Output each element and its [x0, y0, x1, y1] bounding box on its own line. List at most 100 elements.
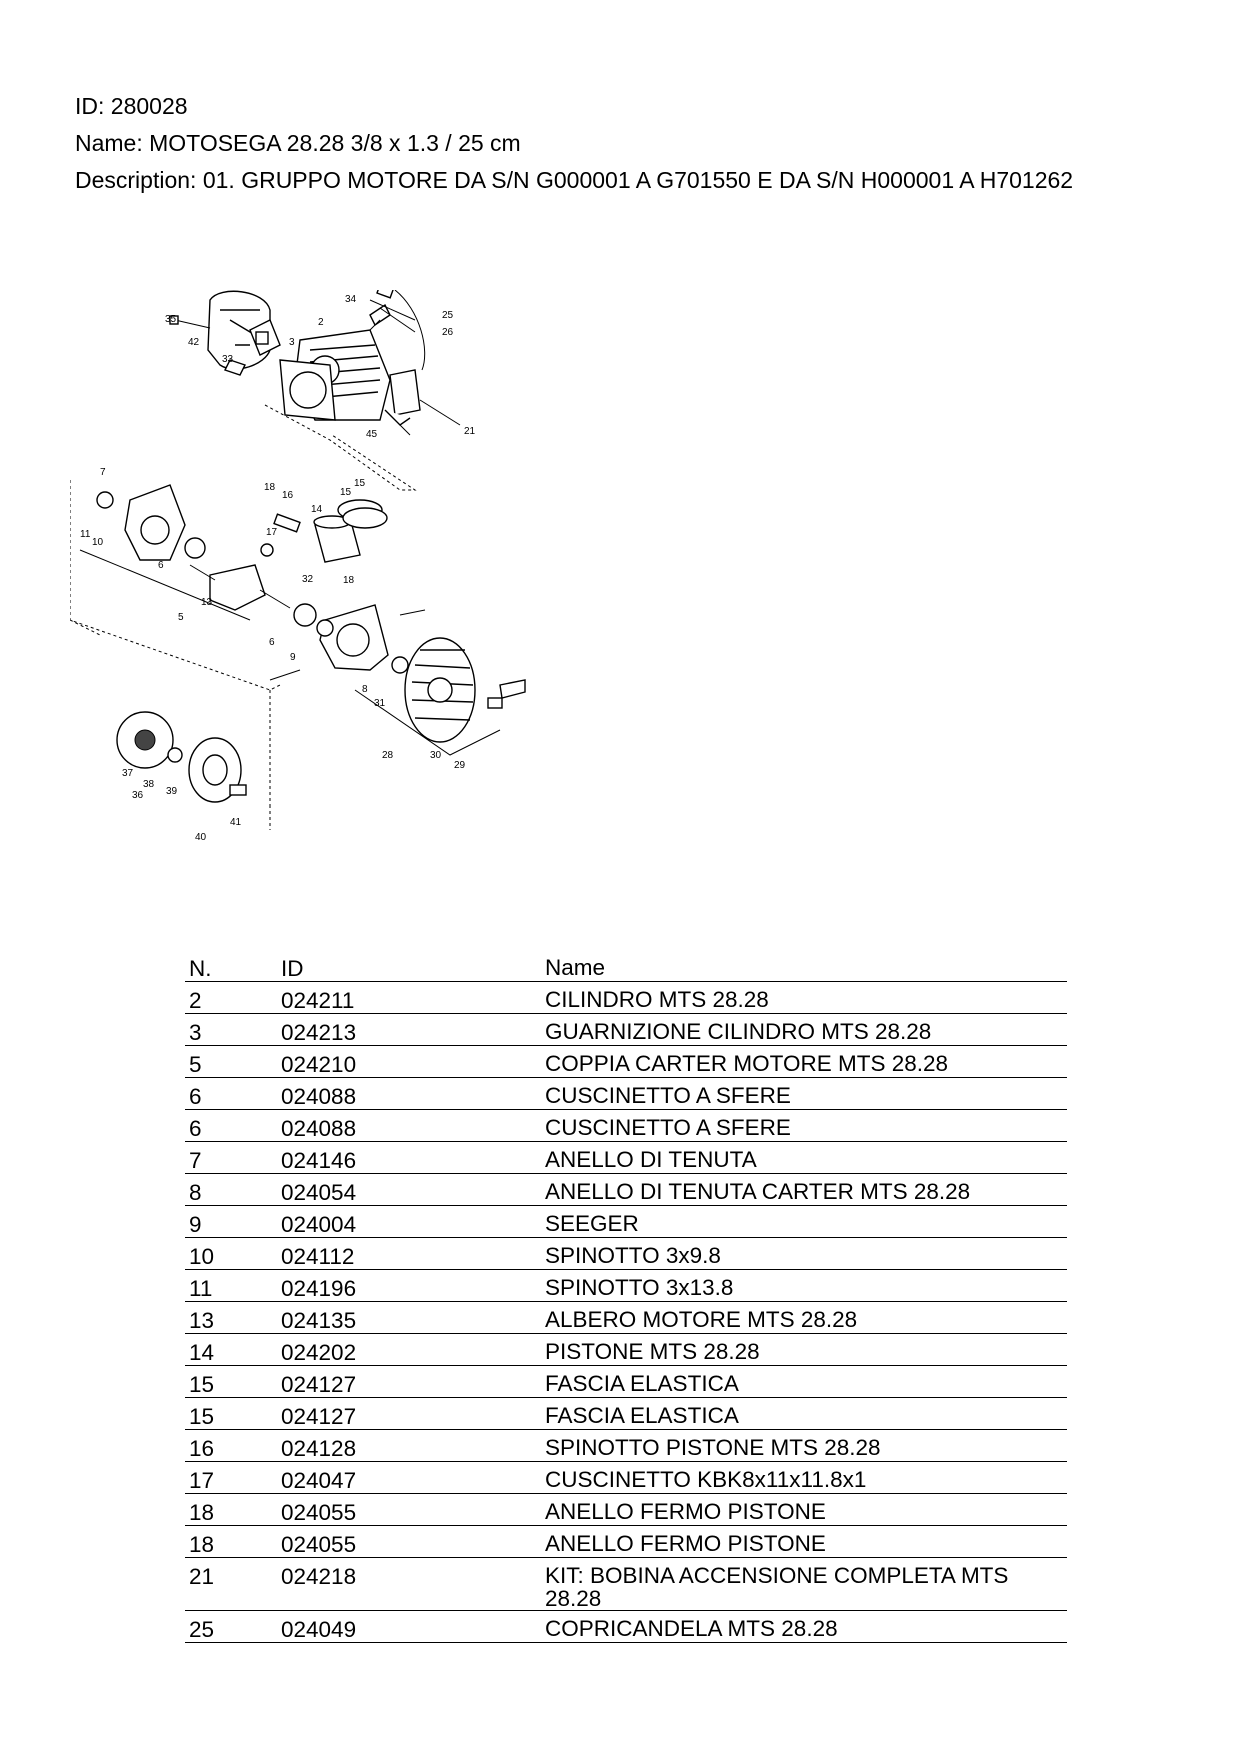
- callout-38: 38: [143, 779, 155, 790]
- cell-id: 024218: [281, 1564, 357, 1589]
- cell-name: FASCIA ELASTICA: [545, 1403, 739, 1428]
- cell-n: 11: [189, 1276, 213, 1301]
- diagram-svg: 35 42 33 3 2 34 25 26 21 45 7 18 16 15 1…: [69, 273, 526, 843]
- cell-id: 024055: [281, 1532, 357, 1557]
- header-name: Name: [545, 955, 606, 980]
- callout-6b: 6: [269, 637, 275, 648]
- cell-id: 024127: [281, 1372, 357, 1397]
- cell-name: KIT: BOBINA ACCENSIONE COMPLETA MTS 28.2…: [545, 1563, 1009, 1611]
- cell-name: CILINDRO MTS 28.28: [545, 987, 769, 1012]
- cell-id: 024054: [281, 1180, 357, 1205]
- table-row: 15 024127 FASCIA ELASTICA: [185, 1398, 1067, 1430]
- oil-seal: [96, 491, 114, 509]
- cell-id: 024127: [281, 1404, 357, 1429]
- cell-name: ANELLO FERMO PISTONE: [545, 1499, 826, 1524]
- crankcase-screw-top: [399, 609, 426, 616]
- callout-16: 16: [282, 490, 294, 501]
- callout-30: 30: [430, 750, 442, 761]
- cell-n: 15: [189, 1372, 215, 1397]
- table-row: 6 024088 CUSCINETTO A SFERE: [185, 1110, 1067, 1142]
- cell-name: CUSCINETTO KBK8x11x11.8x1: [545, 1467, 867, 1492]
- callout-25: 25: [442, 310, 454, 321]
- callout-15b: 15: [354, 478, 366, 489]
- table-row: 11 024196 SPINOTTO 3x13.8: [185, 1270, 1067, 1302]
- cell-n: 7: [189, 1148, 202, 1173]
- id-line: ID: 280028: [75, 93, 188, 119]
- callout-17: 17: [266, 527, 278, 538]
- callout-5: 5: [178, 612, 184, 623]
- spark-plug: [369, 303, 391, 331]
- callout-10: 10: [92, 537, 104, 548]
- header-id: ID: [281, 956, 304, 981]
- callout-36: 36: [132, 790, 144, 801]
- clutch-needle-bearing: [229, 784, 247, 796]
- cell-n: 2: [189, 988, 202, 1013]
- callout-8: 8: [362, 684, 368, 695]
- callout-28: 28: [382, 750, 394, 761]
- left-crankcase: [124, 484, 186, 561]
- table-row: 18 024055 ANELLO FERMO PISTONE: [185, 1494, 1067, 1526]
- callout-6a: 6: [158, 560, 164, 571]
- cell-id: 024196: [281, 1276, 357, 1301]
- callout-18b: 18: [343, 575, 355, 586]
- cell-name: ANELLO DI TENUTA CARTER MTS 28.28: [545, 1179, 971, 1204]
- piston-pin: [273, 513, 301, 533]
- cell-n: 13: [189, 1308, 215, 1333]
- callout-21: 21: [464, 426, 476, 437]
- callout-9: 9: [290, 652, 296, 663]
- callout-11: 11: [80, 529, 91, 540]
- clutch-assembly: [116, 711, 174, 769]
- cell-name: CUSCINETTO A SFERE: [545, 1115, 791, 1140]
- cell-n: 15: [189, 1404, 215, 1429]
- cell-n: 6: [189, 1116, 202, 1141]
- cell-name: CUSCINETTO A SFERE: [545, 1083, 791, 1108]
- callout-3: 3: [289, 337, 295, 348]
- cell-n: 18: [189, 1500, 215, 1525]
- cell-n: 21: [189, 1564, 215, 1589]
- cell-id: 024135: [281, 1308, 357, 1333]
- cell-n: 16: [189, 1436, 215, 1461]
- muffler-gasket: [249, 319, 281, 356]
- cell-n: 3: [189, 1020, 202, 1045]
- cell-id: 024211: [281, 988, 355, 1013]
- cell-id: 024210: [281, 1052, 357, 1077]
- cell-n: 5: [189, 1052, 202, 1077]
- crankshaft: [189, 564, 291, 611]
- callout-40: 40: [195, 832, 207, 843]
- ball-bearing-left: [184, 537, 206, 559]
- clutch-drum: [188, 737, 242, 803]
- callout-39: 39: [166, 786, 178, 797]
- callout-18: 18: [264, 482, 276, 493]
- muffler-bolt: [169, 315, 211, 329]
- ball-bearing-right: [293, 603, 317, 627]
- cell-name: COPRICANDELA MTS 28.28: [545, 1616, 838, 1641]
- flywheel-nut: [487, 679, 526, 709]
- document-header: ID: 280028 Name: MOTOSEGA 28.28 3/8 x 1.…: [75, 88, 1095, 199]
- cell-n: 8: [189, 1180, 202, 1205]
- description-line: Description: 01. GRUPPO MOTORE DA S/N G0…: [75, 167, 1074, 193]
- spark-plug-cap: [376, 273, 426, 371]
- cell-n: 25: [189, 1617, 215, 1642]
- cell-id: 024088: [281, 1116, 357, 1141]
- cell-name: ANELLO DI TENUTA: [545, 1147, 757, 1172]
- cell-name: PISTONE MTS 28.28: [545, 1339, 760, 1364]
- cell-name: SPINOTTO 3x13.8: [545, 1275, 734, 1300]
- crankcase-screw: [269, 669, 301, 681]
- callout-32: 32: [302, 574, 314, 585]
- header-n: N.: [189, 956, 212, 981]
- cell-id: 024047: [281, 1468, 357, 1493]
- crankcase-seal: [391, 656, 409, 674]
- washer: [167, 747, 183, 763]
- needle-bearing: [260, 543, 274, 557]
- cell-name: FASCIA ELASTICA: [545, 1371, 739, 1396]
- cell-id: 024055: [281, 1500, 357, 1525]
